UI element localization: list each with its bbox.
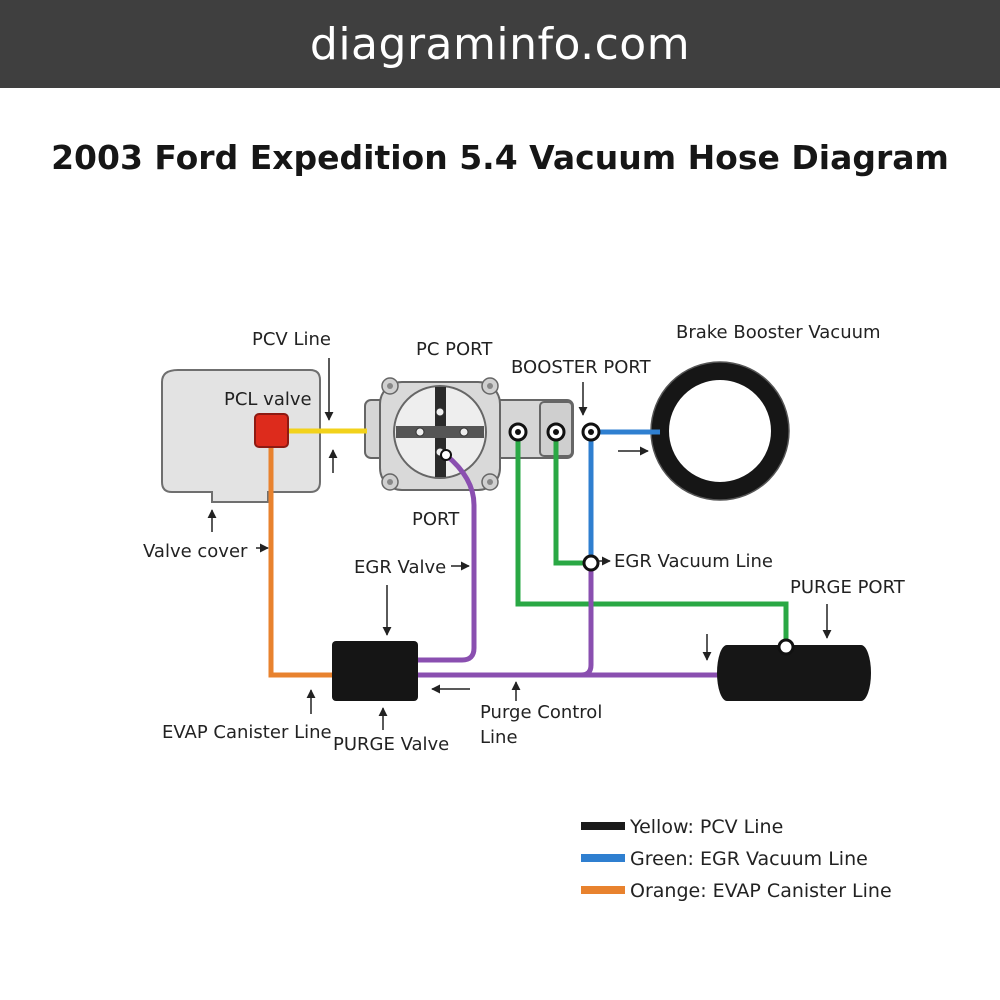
legend-label: Yellow: PCV Line: [629, 816, 783, 838]
pcl-valve[interactable]: [254, 413, 289, 448]
booster-port-label: BOOSTER PORT: [511, 357, 652, 378]
legend-item: Green: EGR Vacuum Line: [581, 848, 868, 870]
purge-valve[interactable]: [332, 641, 418, 701]
brake-booster: [650, 361, 790, 501]
pc-port-label: PC PORT: [416, 339, 493, 360]
legend-swatch: [581, 854, 625, 862]
egr-vacuum-hose: [553, 432, 591, 566]
egr-vacuum-line-label: EGR Vacuum Line: [614, 551, 773, 572]
purge-control-hose: [417, 563, 727, 678]
arrows: [207, 358, 832, 730]
site-header: diagraminfo.com: [0, 0, 1000, 88]
purge-port-label: PURGE PORT: [790, 577, 906, 598]
purge-control-line-label-1: Purge Control: [480, 702, 602, 723]
legend-item: Orange: EVAP Canister Line: [581, 880, 892, 902]
legend-item: Yellow: PCV Line: [581, 816, 783, 838]
legend-swatch: [581, 822, 625, 830]
purge-port-hose: [515, 432, 789, 647]
brake-booster-label: Brake Booster Vacuum: [676, 322, 881, 343]
purge-canister: [717, 645, 871, 701]
pcl-valve-label: PCL valve: [224, 389, 312, 410]
port-label: PORT: [412, 509, 460, 530]
throttle-body: [364, 377, 574, 491]
evap-canister-line-label: EVAP Canister Line: [162, 722, 332, 743]
egr-valve-label: EGR Valve: [354, 557, 446, 578]
legend-swatch: [581, 886, 625, 894]
pcv-line-label: PCV Line: [252, 329, 331, 350]
valve-cover: [161, 369, 321, 503]
legend: Yellow: PCV Line Green: EGR Vacuum Line …: [581, 816, 892, 902]
purge-control-line-label-2: Line: [480, 727, 518, 748]
evap-canister-hose: [268, 448, 334, 678]
valve-cover-label: Valve cover: [143, 541, 248, 562]
purge-valve-label: PURGE Valve: [333, 734, 449, 755]
egr-valve-hose: [417, 453, 477, 663]
page-title: 2003 Ford Expedition 5.4 Vacuum Hose Dia…: [51, 138, 949, 177]
legend-label: Green: EGR Vacuum Line: [630, 848, 868, 870]
port-fittings: [440, 422, 795, 656]
legend-label: Orange: EVAP Canister Line: [630, 880, 892, 902]
site-name[interactable]: diagraminfo.com: [309, 18, 691, 70]
